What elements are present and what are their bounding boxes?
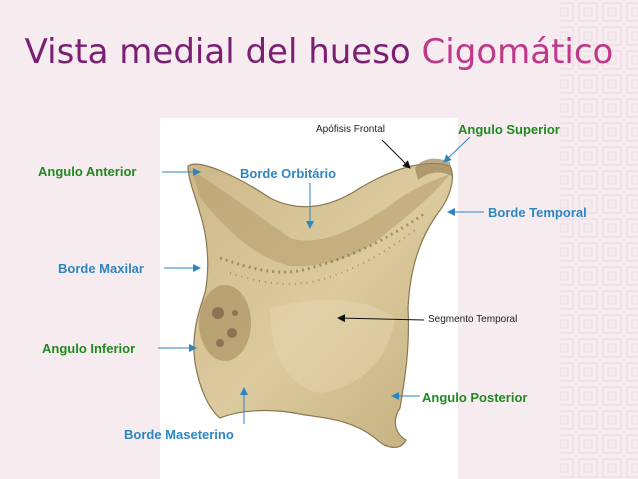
line-segmento-temporal [337, 314, 425, 323]
label-angulo-inferior: Angulo Inferior [42, 341, 136, 356]
label-angulo-posterior: Angulo Posterior [422, 390, 528, 405]
label-apofisis-frontal: Apófisis Frontal [316, 124, 385, 135]
slide-title: Vista medial del hueso Cigomático [0, 30, 638, 74]
label-borde-maxilar: Borde Maxilar [58, 261, 144, 276]
label-angulo-anterior: Angulo Anterior [38, 164, 137, 179]
title-part-2: Cigomático [421, 32, 614, 72]
line-angulo-superior [443, 136, 471, 163]
bone-illustration [187, 158, 453, 448]
line-apofisis-frontal [381, 139, 411, 169]
label-borde-orbitario: Borde Orbitário [240, 166, 337, 181]
label-borde-maseterino: Borde Maseterino [124, 427, 234, 442]
orbital-rim [192, 170, 450, 267]
zygomatic-bone-image [160, 118, 458, 479]
label-borde-temporal: Borde Temporal [488, 205, 587, 220]
title-part-1: Vista medial del hueso [24, 32, 422, 72]
label-segmento-temporal: Segmento Temporal [428, 314, 518, 325]
label-angulo-superior: Angulo Superior [458, 122, 560, 137]
